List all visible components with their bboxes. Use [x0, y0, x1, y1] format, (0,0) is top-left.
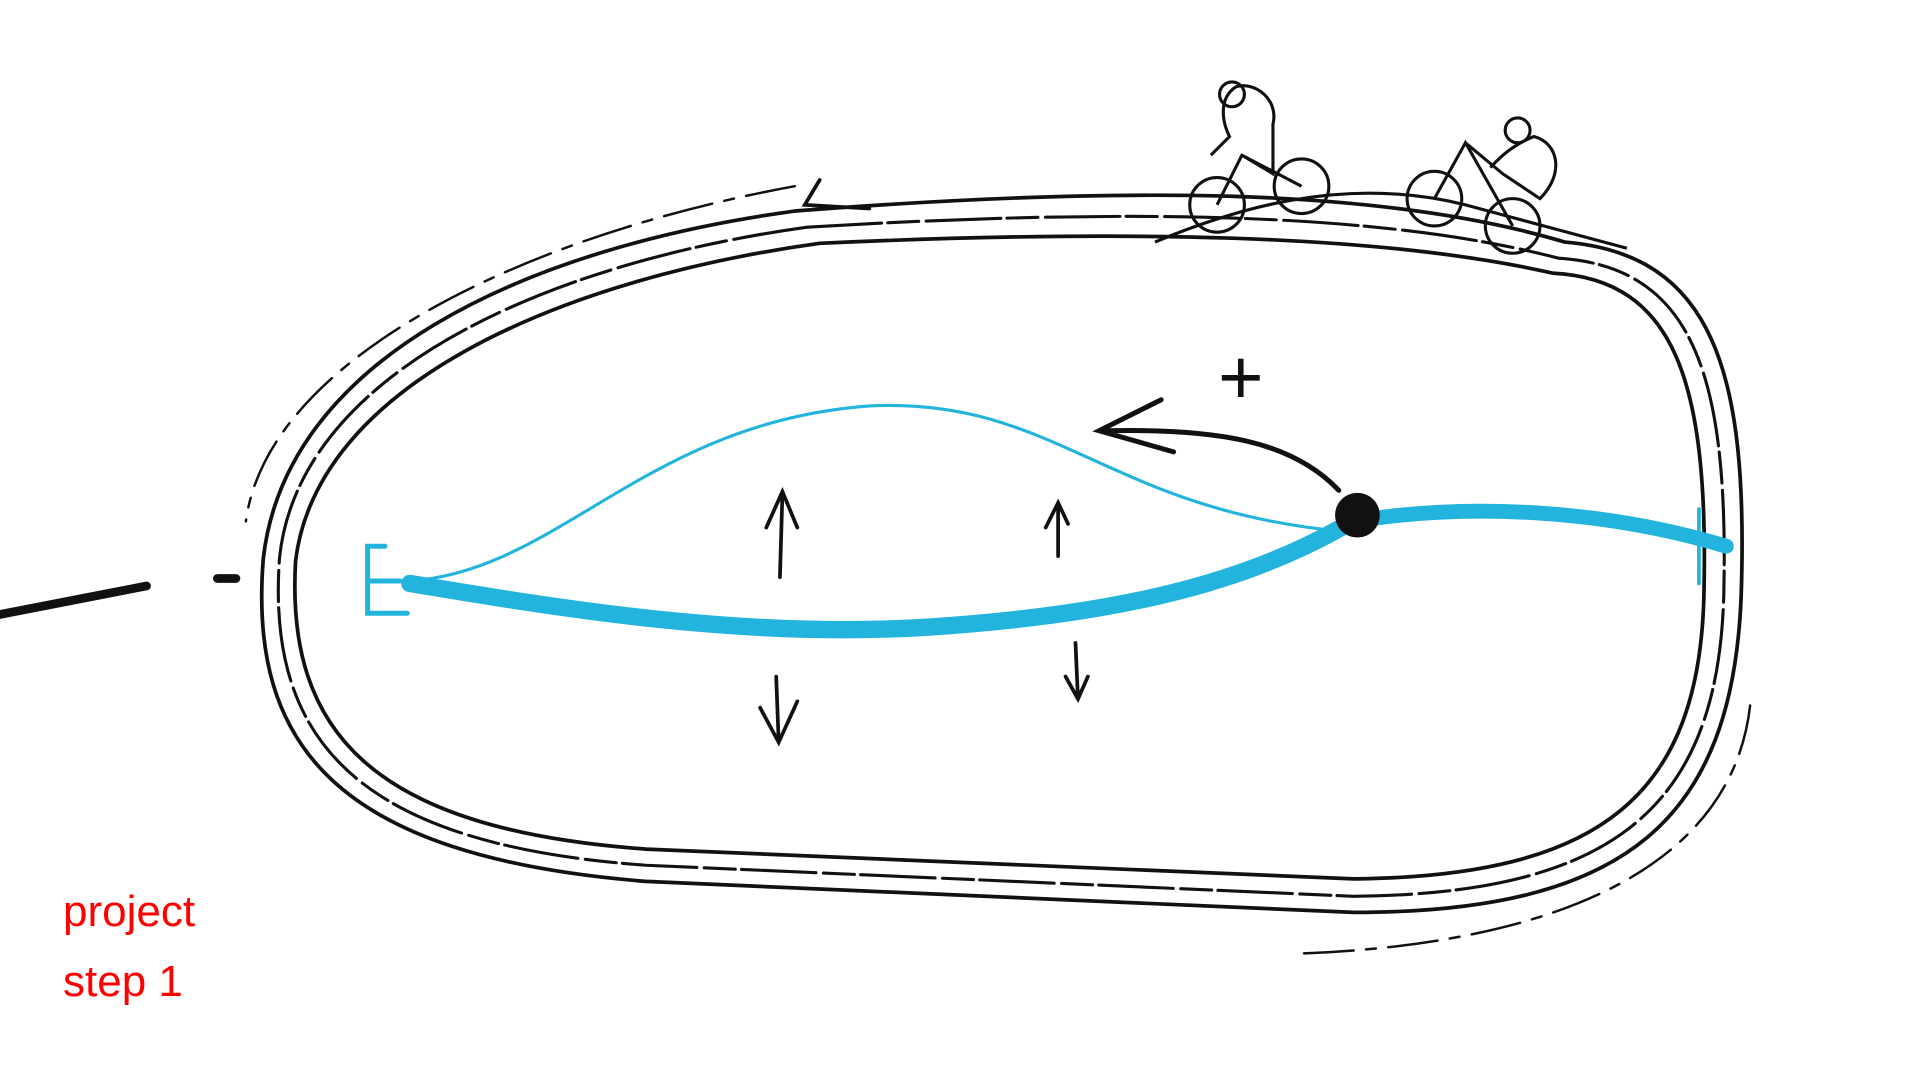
arrow-up-icon: [764, 486, 800, 580]
cyclist-icon: [1154, 80, 1628, 250]
road-stub: [801, 178, 872, 211]
project-label: project: [63, 887, 196, 936]
river-main: [401, 518, 1350, 639]
river-main-east: [1346, 503, 1734, 554]
node-dot-icon: [1335, 492, 1380, 538]
arrow-up-icon: [1043, 498, 1070, 558]
step-label: step 1: [63, 957, 183, 1006]
loop-middle: [276, 214, 1726, 898]
loop-outer: [259, 193, 1744, 915]
arrow-down-icon: [758, 674, 800, 747]
entry-road: [0, 581, 151, 619]
arrow-down-icon: [1063, 641, 1090, 704]
cyclist-icon: [1405, 116, 1558, 255]
plus-annotation: +: [1218, 333, 1264, 421]
river-source: [365, 543, 410, 616]
river-branch: [408, 403, 1343, 583]
loop-inner: [292, 234, 1707, 881]
arrow-left-icon: [1092, 397, 1342, 493]
loop-outer-dashed: [244, 184, 1753, 955]
